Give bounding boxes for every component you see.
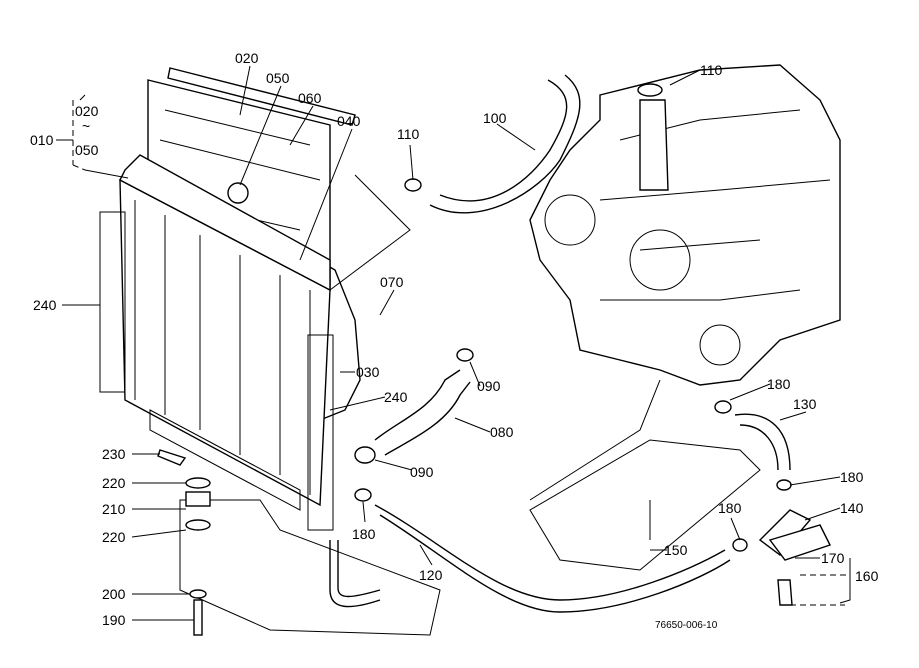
callout-060: 060 (298, 90, 322, 106)
callout-labels: 020 050 060 040 010 020 ~ 050 110 100 11… (30, 50, 879, 631)
seal-left (99, 211, 126, 393)
callout-230: 230 (102, 446, 126, 462)
seal-right (307, 334, 334, 531)
callout-190: 190 (102, 612, 126, 628)
callout-220-upper: 220 (102, 475, 126, 491)
callout-160: 160 (855, 568, 879, 584)
hose-080 (374, 369, 471, 456)
clamps (354, 83, 792, 552)
callout-200: 200 (102, 586, 126, 602)
callout-020: 020 (235, 50, 259, 66)
diagram-code: 76650-006-10 (655, 620, 718, 631)
drain-cock-160 (777, 579, 793, 606)
callout-070: 070 (380, 274, 404, 290)
callout-110-left: 110 (397, 126, 420, 142)
callout-080: 080 (490, 424, 514, 440)
callout-210: 210 (102, 501, 126, 517)
callout-100: 100 (483, 110, 507, 126)
hose-130 (734, 413, 791, 471)
callout-180-left: 180 (352, 526, 376, 542)
callout-010: 010 (30, 132, 54, 148)
callout-120: 120 (419, 567, 443, 583)
flange-170 (768, 524, 831, 561)
callout-090-upper: 090 (477, 378, 501, 394)
callout-220-lower: 220 (102, 529, 126, 545)
callout-010-range-end: 050 (75, 142, 99, 158)
callout-130: 130 (793, 396, 817, 412)
callout-170: 170 (821, 550, 845, 566)
callout-180-top-right: 180 (767, 376, 791, 392)
callout-240-right: 240 (384, 389, 408, 405)
base-plate (529, 439, 761, 571)
engine-block (529, 64, 841, 386)
callout-040: 040 (337, 113, 361, 129)
drain-pipe (329, 540, 381, 608)
callout-150: 150 (664, 542, 688, 558)
callout-180-mid: 180 (718, 500, 742, 516)
callout-050: 050 (266, 70, 290, 86)
upper-hose-100 (429, 74, 581, 214)
callout-090-lower: 090 (410, 464, 434, 480)
callout-030: 030 (356, 364, 380, 380)
callout-010-range-sep: ~ (82, 118, 90, 134)
mount-cushions (157, 449, 211, 636)
callout-110-right: 110 (700, 62, 723, 78)
radiator-cap (227, 182, 249, 204)
callout-240-left: 240 (33, 297, 57, 313)
callout-180-right: 180 (840, 469, 864, 485)
lower-pipe-120 (374, 504, 731, 613)
leader-lines (56, 65, 851, 621)
callout-010-range-start: 020 (75, 103, 99, 119)
callout-140: 140 (840, 500, 864, 516)
radiator (119, 154, 331, 511)
